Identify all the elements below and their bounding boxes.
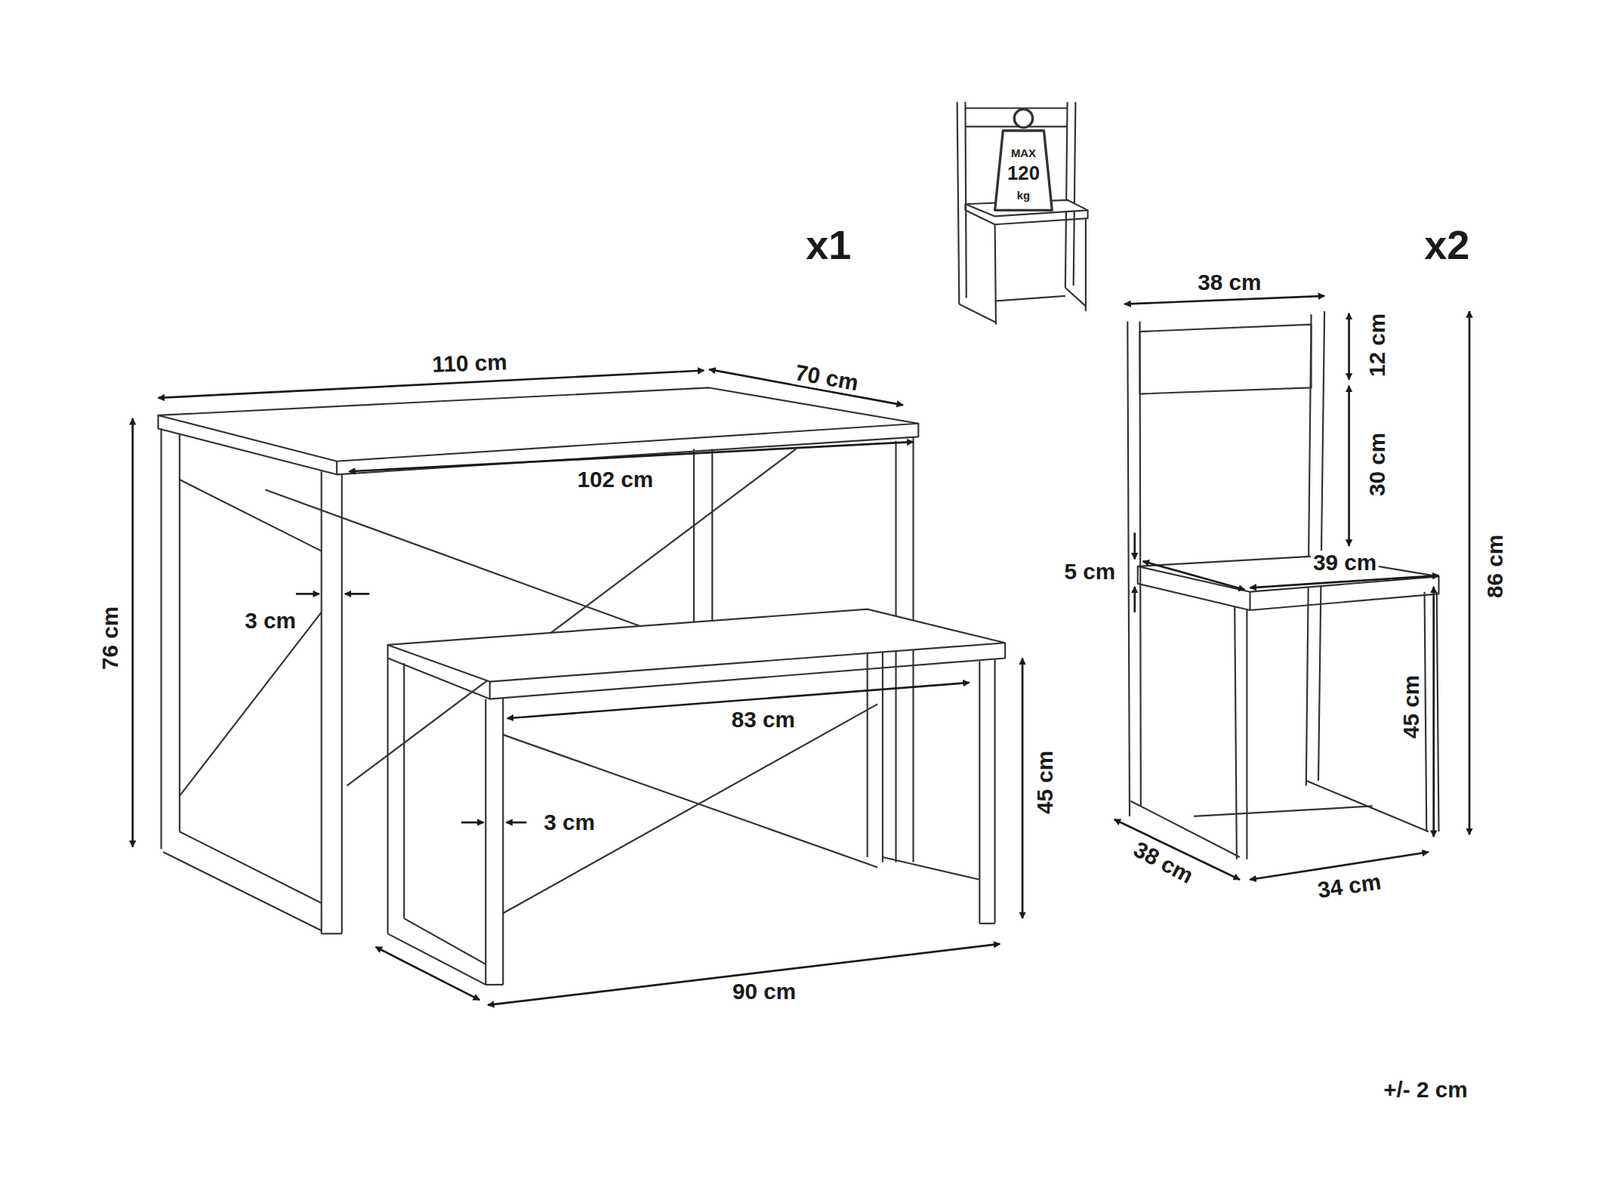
- dimension-label: 76 cm: [98, 603, 123, 672]
- dimension-label: 83 cm: [729, 707, 798, 732]
- dimension-label: 3 cm: [242, 608, 299, 633]
- weight-text: kg: [1014, 189, 1033, 203]
- dimension-label: 90 cm: [730, 980, 799, 1005]
- dimension-label: 70 cm: [790, 359, 862, 395]
- dimension-label: 39 cm: [1310, 550, 1379, 575]
- dimension-label: 30 cm: [1365, 430, 1391, 499]
- dimension-label: 102 cm: [575, 467, 657, 492]
- quantity-mark: x1: [803, 223, 854, 266]
- dimension-label: 34 cm: [1313, 869, 1385, 903]
- dimension-label: 12 cm: [1365, 311, 1391, 380]
- dimension-label: 86 cm: [1482, 532, 1508, 601]
- tolerance-note: +/- 2 cm: [1381, 1077, 1470, 1102]
- weight-text: 120: [1005, 163, 1043, 185]
- dimension-label: 5 cm: [1061, 559, 1118, 584]
- dimension-label: 3 cm: [541, 810, 598, 835]
- quantity-mark: x2: [1421, 223, 1472, 266]
- dimension-label: 110 cm: [429, 349, 510, 377]
- dimension-label: 45 cm: [1399, 672, 1424, 741]
- weight-text: MAX: [1008, 146, 1039, 160]
- dimension-label: 38 cm: [1195, 270, 1264, 295]
- dimension-label: 45 cm: [1032, 748, 1058, 817]
